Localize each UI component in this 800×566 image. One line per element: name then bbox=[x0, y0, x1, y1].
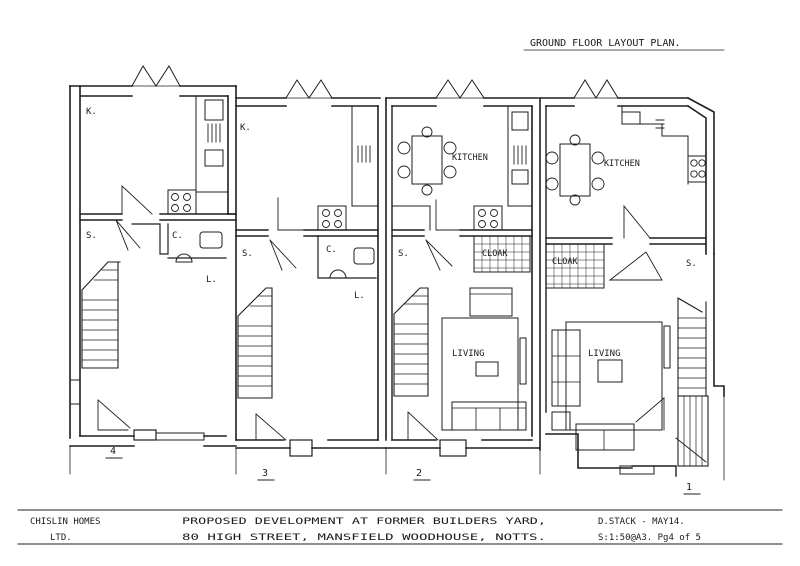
unit-4-number: 4 bbox=[110, 446, 116, 457]
client-name-line1: CHISLIN HOMES bbox=[30, 517, 100, 527]
unit-2-stairs-label: S. bbox=[398, 249, 409, 259]
unit-1-kitchen-label: KITCHEN bbox=[604, 159, 640, 169]
unit-2-plan bbox=[385, 79, 541, 457]
drawing-title: GROUND FLOOR LAYOUT PLAN. bbox=[530, 38, 681, 49]
unit-1-stairs-label: S. bbox=[686, 259, 697, 269]
unit-2-cloak-label: CLOAK bbox=[482, 249, 508, 259]
project-description-line2: 80 HIGH STREET, MANSFIELD WOODHOUSE, NOT… bbox=[182, 533, 546, 543]
unit-2-kitchen-label: KITCHEN bbox=[452, 153, 488, 163]
unit-3-living-label: L. bbox=[354, 291, 365, 301]
client-name-line2: LTD. bbox=[50, 533, 72, 543]
unit-reference-lines bbox=[69, 395, 725, 495]
unit-1-number: 1 bbox=[686, 482, 692, 493]
unit-3-number: 3 bbox=[262, 468, 268, 479]
unit-4-cloak-label: C. bbox=[172, 231, 183, 241]
title-block-frame bbox=[17, 49, 783, 545]
project-description-line1: PROPOSED DEVELOPMENT AT FORMER BUILDERS … bbox=[182, 517, 546, 527]
unit-1-cloak-label: CLOAK bbox=[552, 257, 578, 267]
unit-1-living-label: LIVING bbox=[588, 349, 621, 359]
unit-2-number: 2 bbox=[416, 468, 422, 479]
drawn-by-date: D.STACK - MAY14. bbox=[598, 517, 685, 527]
scale-and-sheet: S:1:50@A3. Pg4 of 5 bbox=[598, 533, 701, 543]
unit-3-kitchen-label: K. bbox=[240, 123, 251, 133]
unit-4-stairs-label: S. bbox=[86, 231, 97, 241]
unit-4-living-label: L. bbox=[206, 275, 217, 285]
unit-3-cloak-label: C. bbox=[326, 245, 337, 255]
unit-2-living-label: LIVING bbox=[452, 349, 485, 359]
unit-3-stairs-label: S. bbox=[242, 249, 253, 259]
unit-1-plan bbox=[539, 79, 725, 477]
unit-3-plan bbox=[227, 79, 387, 457]
unit-4-kitchen-label: K. bbox=[86, 107, 97, 117]
unit-4-plan bbox=[69, 65, 237, 447]
